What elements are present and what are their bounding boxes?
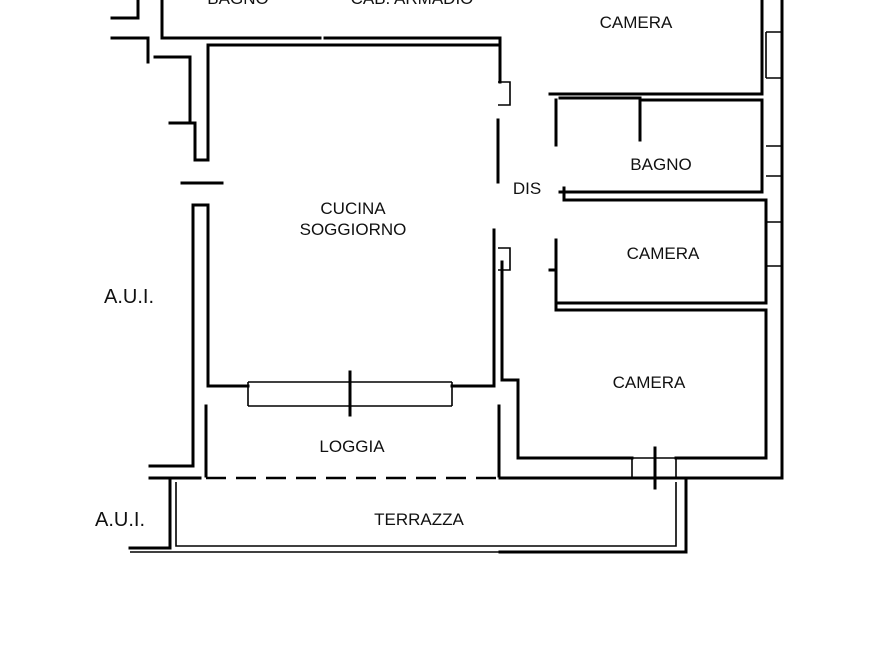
room-label-dis: DIS <box>513 179 541 198</box>
room-label-soggiorno: SOGGIORNO <box>300 220 407 239</box>
room-label-cab-armadio: CAB. ARMADIO <box>351 0 474 8</box>
room-label-loggia: LOGGIA <box>319 437 385 456</box>
room-label-bagno-top: BAGNO <box>207 0 268 8</box>
room-label-terrazza: TERRAZZA <box>374 510 464 529</box>
room-label-camera-top: CAMERA <box>600 13 673 32</box>
room-labels: BAGNO CAB. ARMADIO CAMERA BAGNO DIS CUCI… <box>95 0 700 531</box>
neighbour-label-aui-lower: A.U.I. <box>95 509 145 531</box>
walls <box>110 0 784 554</box>
room-label-bagno: BAGNO <box>630 155 691 174</box>
room-label-camera-low: CAMERA <box>613 373 686 392</box>
neighbour-label-aui-upper: A.U.I. <box>104 286 154 308</box>
room-label-camera-mid: CAMERA <box>627 244 700 263</box>
room-label-cucina: CUCINA <box>320 199 386 218</box>
